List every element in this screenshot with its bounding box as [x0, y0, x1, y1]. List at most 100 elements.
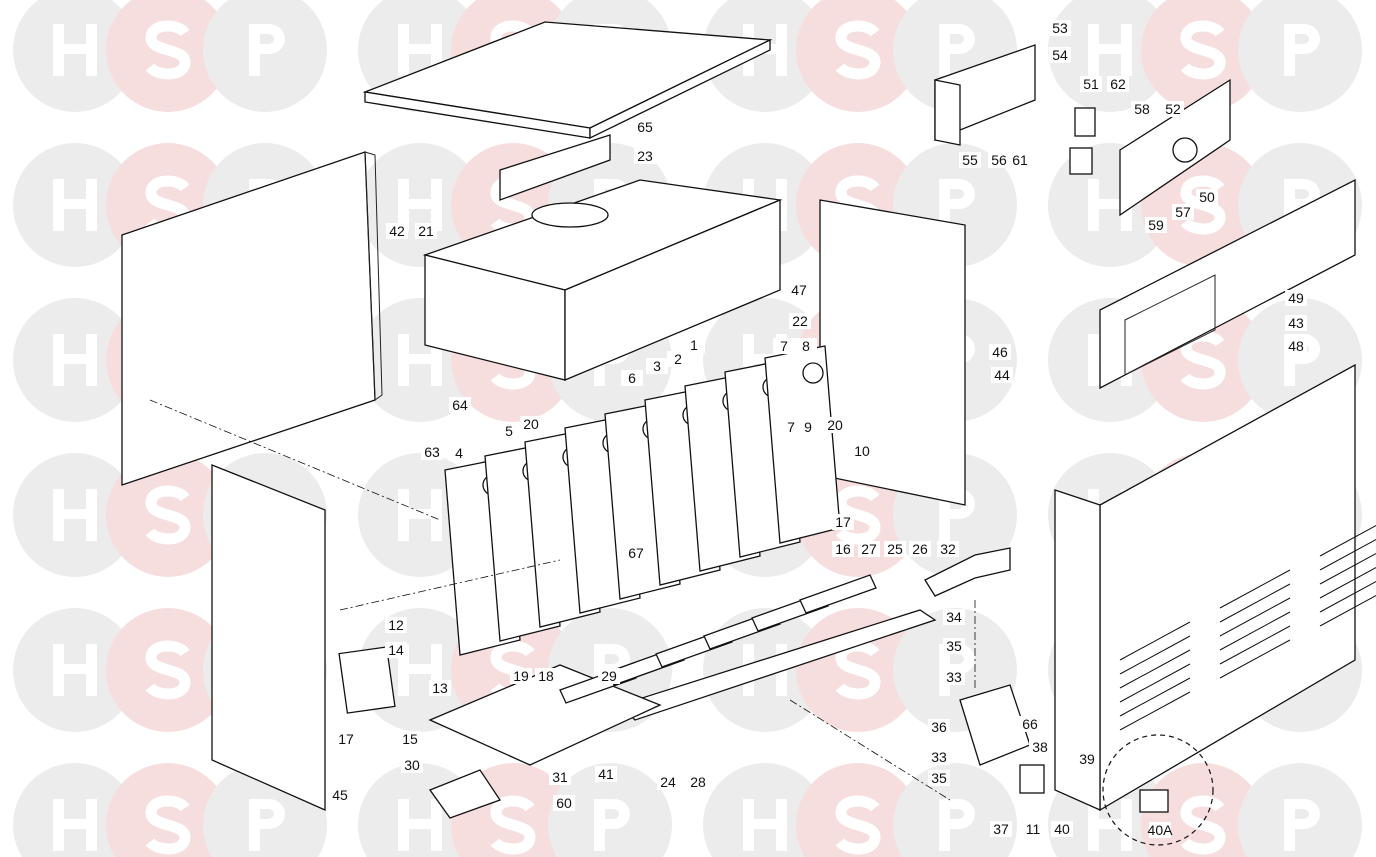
part-number-8[interactable]: 8 [802, 338, 810, 354]
part-number-40A[interactable]: 40A [1148, 822, 1174, 838]
part-number-14[interactable]: 14 [388, 642, 404, 658]
label-background [520, 416, 542, 432]
part-number-17[interactable]: 17 [835, 514, 851, 530]
part-number-36[interactable]: 36 [931, 719, 947, 735]
part-number-28[interactable]: 28 [690, 774, 706, 790]
part-number-52[interactable]: 52 [1165, 101, 1181, 117]
part-number-50[interactable]: 50 [1199, 189, 1215, 205]
part-number-60[interactable]: 60 [556, 795, 572, 811]
part-number-25[interactable]: 25 [887, 541, 903, 557]
watermark-letter-h-icon [398, 179, 442, 231]
assembly-line [149, 399, 441, 521]
part-number-35[interactable]: 35 [946, 638, 962, 654]
label-background [991, 367, 1013, 383]
part-number-6[interactable]: 6 [628, 370, 636, 386]
part-number-62[interactable]: 62 [1110, 76, 1126, 92]
part-number-37[interactable]: 37 [993, 821, 1009, 837]
part-number-20[interactable]: 20 [827, 417, 843, 433]
part-number-46[interactable]: 46 [992, 344, 1008, 360]
part-number-53[interactable]: 53 [1052, 20, 1068, 36]
label-background [1145, 217, 1167, 233]
part-number-48[interactable]: 48 [1288, 338, 1304, 354]
part-number-55[interactable]: 55 [962, 152, 978, 168]
part-number-42[interactable]: 42 [389, 223, 405, 239]
part-number-38[interactable]: 38 [1032, 739, 1048, 755]
part-number-19[interactable]: 19 [513, 668, 529, 684]
part-number-67[interactable]: 67 [628, 545, 644, 561]
part-number-44[interactable]: 44 [994, 367, 1010, 383]
part-number-18[interactable]: 18 [538, 668, 554, 684]
part-number-61[interactable]: 61 [1012, 152, 1028, 168]
watermark-letter-s-icon [835, 795, 881, 855]
part-number-20[interactable]: 20 [523, 416, 539, 432]
label-background [595, 766, 617, 782]
label-background [988, 152, 1010, 168]
part-number-56[interactable]: 56 [991, 152, 1007, 168]
label-background [634, 148, 656, 164]
part-number-29[interactable]: 29 [601, 668, 617, 684]
part-number-59[interactable]: 59 [1148, 217, 1164, 233]
part-number-51[interactable]: 51 [1083, 76, 1099, 92]
part-number-23[interactable]: 23 [637, 148, 653, 164]
part-number-27[interactable]: 27 [861, 541, 877, 557]
label-background [421, 444, 443, 460]
part-number-47[interactable]: 47 [791, 282, 807, 298]
part-number-5[interactable]: 5 [505, 423, 513, 439]
louvre-slot [1219, 583, 1291, 623]
part-number-26[interactable]: 26 [912, 541, 928, 557]
part-number-66[interactable]: 66 [1022, 716, 1038, 732]
part-number-4[interactable]: 4 [455, 445, 463, 461]
part-number-33[interactable]: 33 [946, 669, 962, 685]
part-number-33[interactable]: 33 [931, 749, 947, 765]
label-background [1107, 76, 1129, 92]
label-background [1131, 101, 1153, 117]
part-number-17[interactable]: 17 [338, 731, 354, 747]
part-number-3[interactable]: 3 [653, 358, 661, 374]
part-number-54[interactable]: 54 [1052, 47, 1068, 63]
louvre-slot [1119, 691, 1191, 731]
part-number-58[interactable]: 58 [1134, 101, 1150, 117]
label-background [385, 617, 407, 633]
watermark-letter-h-icon [398, 799, 442, 851]
part-number-43[interactable]: 43 [1288, 315, 1304, 331]
part-number-32[interactable]: 32 [940, 541, 956, 557]
part-number-35[interactable]: 35 [931, 770, 947, 786]
label-background [937, 541, 959, 557]
part-number-45[interactable]: 45 [332, 787, 348, 803]
part-number-9[interactable]: 9 [804, 419, 812, 435]
part-number-2[interactable]: 2 [674, 351, 682, 367]
part-number-34[interactable]: 34 [946, 609, 962, 625]
part-number-10[interactable]: 10 [854, 443, 870, 459]
part-number-49[interactable]: 49 [1288, 290, 1304, 306]
watermark-circle [1141, 0, 1265, 112]
part-number-21[interactable]: 21 [418, 223, 434, 239]
part-number-7[interactable]: 7 [780, 338, 788, 354]
label-background [498, 423, 520, 439]
watermark-circle [703, 763, 827, 857]
part-number-57[interactable]: 57 [1175, 204, 1191, 220]
part-number-1[interactable]: 1 [690, 337, 698, 353]
part-number-13[interactable]: 13 [432, 680, 448, 696]
part-number-39[interactable]: 39 [1079, 751, 1095, 767]
part-number-31[interactable]: 31 [552, 769, 568, 785]
part-number-65[interactable]: 65 [637, 119, 653, 135]
part-number-11[interactable]: 11 [1026, 821, 1041, 837]
parts-drawing [121, 21, 1376, 846]
part-number-15[interactable]: 15 [402, 731, 418, 747]
label-background [1172, 204, 1194, 220]
part-number-30[interactable]: 30 [404, 757, 420, 773]
part-number-41[interactable]: 41 [598, 766, 614, 782]
part-number-7[interactable]: 7 [787, 419, 795, 435]
part-number-63[interactable]: 63 [424, 444, 440, 460]
part-number-16[interactable]: 16 [835, 541, 851, 557]
switch [1074, 107, 1096, 137]
part-number-12[interactable]: 12 [388, 617, 404, 633]
part-number-22[interactable]: 22 [792, 313, 808, 329]
part-number-64[interactable]: 64 [452, 397, 468, 413]
part-number-24[interactable]: 24 [660, 774, 676, 790]
louvre-slot [1219, 611, 1291, 651]
watermark-letter-s-icon [145, 20, 191, 80]
label-background [1051, 821, 1073, 837]
watermark-letter-s-icon [1180, 20, 1226, 80]
part-number-40[interactable]: 40 [1054, 821, 1070, 837]
